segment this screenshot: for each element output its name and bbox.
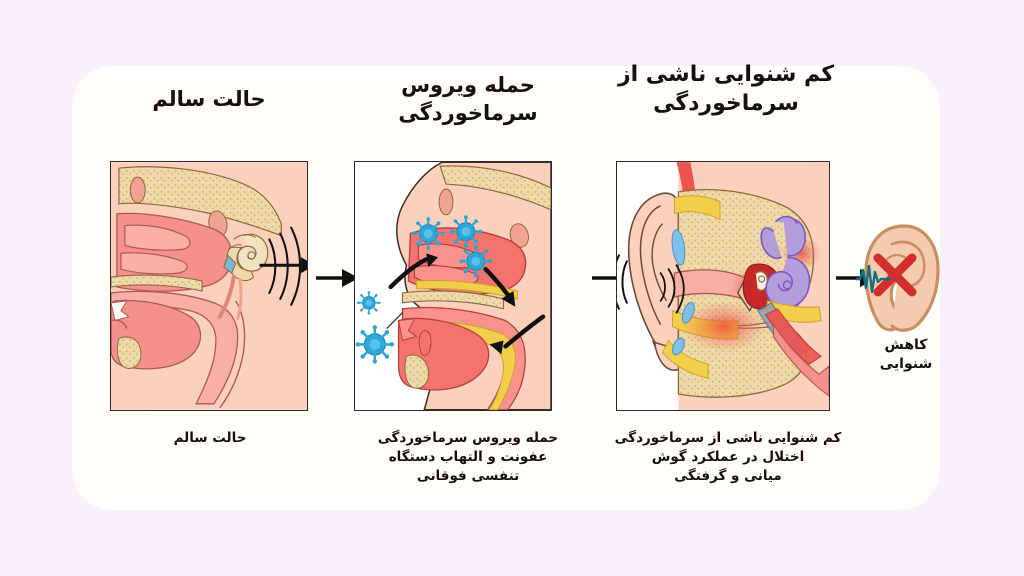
panel-3-heading-line-2: سرماخوردگی — [653, 91, 799, 117]
panel-2-caption: حمله ویروس سرماخوردگی عفونت و التهاب دست… — [352, 429, 584, 486]
panel-1-heading: حالت سالم — [96, 86, 322, 114]
panel-1-inner-arrow — [259, 257, 307, 274]
red-x-icon — [873, 253, 917, 297]
panel-3-caption-line-1: کم شنوایی ناشی از سرماخوردگی — [614, 430, 842, 446]
panel-ear-anatomy — [616, 161, 830, 411]
flow-arrow-1 — [314, 263, 360, 293]
panel-2-caption-line-1: حمله ویروس سرماخوردگی — [377, 430, 559, 446]
cochlea-group — [217, 233, 269, 321]
waveform-glyph — [854, 264, 892, 294]
panel-2-heading-line-2: سرماخوردگی — [398, 100, 538, 125]
ear-anatomy-illustration — [617, 162, 829, 410]
hearing-loss-caption: کاهش شنوایی — [846, 336, 966, 375]
hearing-loss-caption-line-2: شنوایی — [879, 356, 933, 373]
incoming-sound-waves — [617, 254, 628, 310]
panel-2-heading: حمله ویروس سرماخوردگی — [352, 72, 584, 127]
panel-2-caption-line-3: تنفسی فوقانی — [416, 468, 520, 485]
hearing-loss-ear-icon — [852, 222, 956, 334]
cochlea-group — [760, 215, 811, 309]
right-arrow-icon — [316, 269, 359, 287]
panel-virus-attack — [354, 161, 552, 411]
panel-2-caption-line-2: عفونت و التهاب دستگاه — [388, 449, 548, 466]
panel-3-caption-line-3: میانی و گرفتگی — [674, 468, 782, 485]
panel-3-heading-line-1: کم شنوایی ناشی از — [617, 62, 835, 87]
panel-3-caption: کم شنوایی ناشی از سرماخوردگی اختلال در ع… — [600, 429, 856, 486]
panel-3-heading: کم شنوایی ناشی از سرماخوردگی — [608, 60, 844, 118]
panel-healthy-head — [110, 161, 308, 411]
panel-3-caption-line-2: اختلال در عملکرد گوش — [651, 449, 805, 466]
sound-wave-icon — [854, 262, 892, 296]
panel-1-caption-line-1: حالت سالم — [173, 430, 247, 446]
healthy-head-illustration — [111, 162, 307, 410]
panel-1-heading-line-1: حالت سالم — [152, 87, 266, 111]
virus-attack-illustration — [355, 162, 551, 410]
panel-1-caption: حالت سالم — [110, 429, 310, 448]
hearing-loss-caption-line-1: کاهش — [884, 337, 928, 353]
panel-2-heading-line-1: حمله ویروس — [401, 73, 535, 97]
